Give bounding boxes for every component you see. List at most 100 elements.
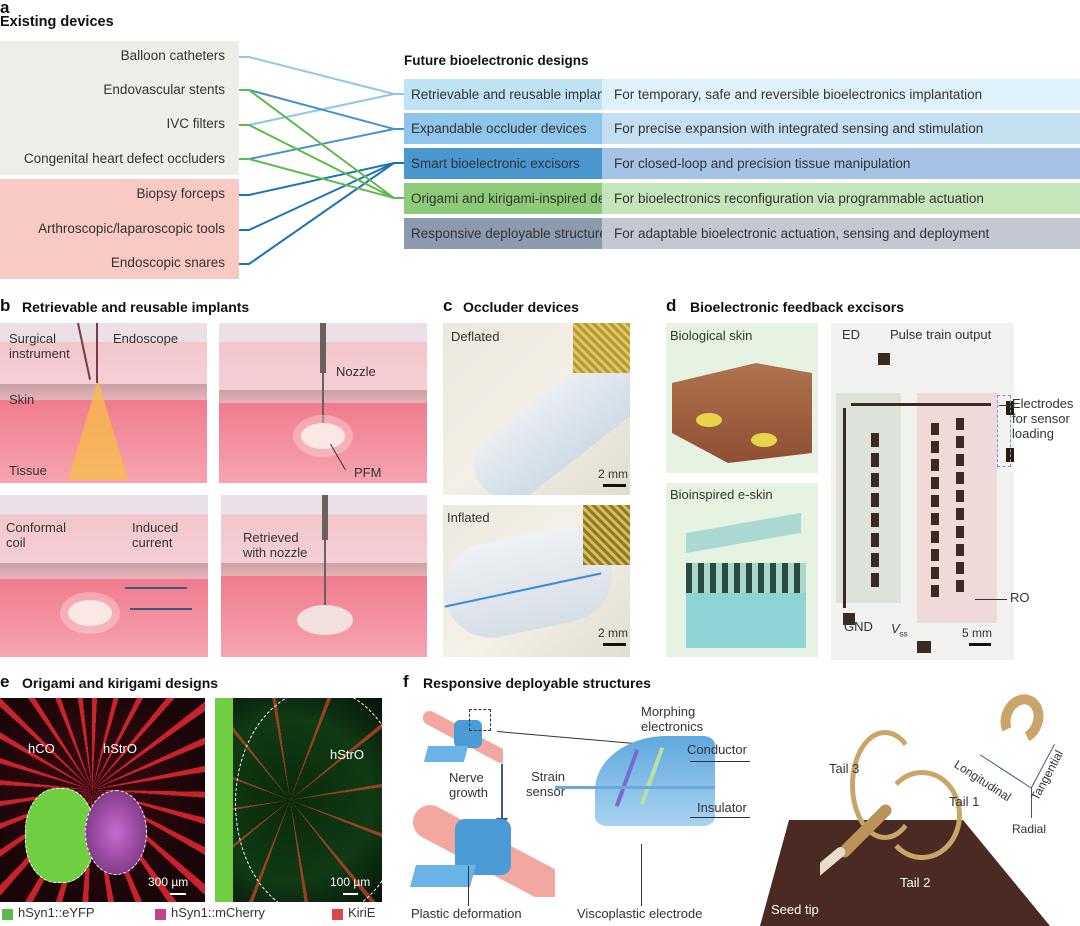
label-tail-3: Tail 3 [829, 761, 860, 776]
existing-device: Congenital heart defect occluders [23, 151, 225, 166]
nerve-cuff-large-illustration [405, 797, 555, 897]
label-nozzle: Nozzle [336, 364, 376, 379]
label-ro: RO [1010, 590, 1030, 605]
existing-device: IVC filters [166, 116, 225, 131]
label-plastic-deformation: Plastic deformation [411, 906, 522, 921]
legend-label: hSyn1::eYFP [18, 905, 95, 920]
label-nerve-growth: Nerve growth [449, 770, 489, 800]
panel-a-letter: a [0, 0, 10, 17]
panel-f-title: Responsive deployable structures [423, 675, 651, 691]
scale-label-circuit: 5 mm [962, 626, 992, 640]
legend-swatch [155, 909, 166, 920]
label-insulator: Insulator [697, 800, 747, 815]
label-tail-2: Tail 2 [900, 875, 931, 890]
future-design-purpose: For temporary, safe and reversible bioel… [602, 79, 1080, 110]
label-hco: hCO [28, 741, 55, 756]
panel-d-letter: d [666, 296, 677, 315]
existing-device: Endovascular stents [103, 82, 225, 97]
label-ed: ED [842, 327, 861, 342]
label-hstro-zoom: hStrO [330, 747, 364, 762]
panel-d-title: Bioelectronic feedback excisors [690, 299, 904, 315]
coiled-ribbon-illustration [996, 694, 1046, 749]
legend-label: KiriE [348, 905, 376, 920]
panel-c-letter: c [443, 296, 453, 315]
label-conductor: Conductor [687, 742, 747, 757]
nerve-growth-arrow [501, 764, 503, 822]
label-retrieved-with-nozzle: Retrieved with nozzle [243, 530, 308, 560]
future-design-name: Expandable occluder devices [404, 113, 602, 144]
radial-axis-arrow [1031, 788, 1032, 818]
existing-device: Biopsy forceps [136, 186, 225, 201]
future-design-name: Origami and kirigami-inspired designs [404, 183, 637, 214]
future-design-purpose: For bioelectronics reconfiguration via p… [602, 183, 1080, 214]
future-designs-title: Future bioelectronic designs [404, 53, 589, 68]
scale-label-300um: 300 µm [148, 875, 189, 889]
implant-step-induction-image [0, 495, 208, 657]
existing-devices-title: Existing devices [0, 14, 114, 30]
scale-label-100um: 100 µm [330, 875, 371, 889]
label-conformal-coil: Conformal coil [6, 520, 66, 550]
existing-device: Balloon catheters [120, 48, 225, 63]
panel-f-letter: f [403, 672, 409, 691]
legend-swatch [332, 909, 343, 920]
connection-line [239, 89, 405, 130]
seed-awn-illustration [820, 730, 970, 900]
scale-bar-inflated [603, 643, 626, 646]
panel-e-letter: e [0, 672, 10, 691]
circuit-photo [831, 323, 1014, 660]
existing-group-surgical [0, 179, 239, 279]
connection-line [239, 89, 405, 199]
implant-step-deploy-image [219, 323, 427, 483]
label-pulse-train-output: Pulse train output [890, 327, 992, 342]
future-design-name: Smart bioelectronic excisors [404, 148, 602, 179]
label-morphing-electronics: Morphing electronics [641, 704, 704, 734]
label-biological-skin: Biological skin [670, 328, 753, 343]
label-hstro: hStrO [103, 741, 137, 756]
existing-device: Arthroscopic/laparoscopic tools [38, 221, 225, 236]
label-tissue: Tissue [9, 463, 47, 478]
label-induced-current: Induced current [132, 520, 179, 550]
label-strain-sensor: Strain sensor [526, 769, 566, 799]
label-radial: Radial [1012, 822, 1047, 836]
scale-bar-deflated [603, 484, 626, 487]
implant-step-retrieval-image [221, 495, 427, 657]
device-connection-lines [239, 56, 405, 265]
scale-bar-300um [170, 893, 186, 895]
future-design-purpose: For adaptable bioelectronic actuation, s… [602, 218, 1080, 249]
zoom-region-box [469, 709, 491, 731]
morphing-electronics-illustration [555, 736, 715, 826]
label-electrodes-for-sensor-loading: Electrodes for sensor loading [1012, 396, 1074, 441]
label-gnd: GND [844, 619, 873, 634]
connection-line [239, 158, 405, 199]
ro-leader-line [975, 599, 1007, 600]
label-bioinspired-e-skin: Bioinspired e-skin [670, 487, 773, 502]
occluder-deflated-photo [443, 323, 630, 495]
label-endoscope: Endoscope [113, 331, 179, 346]
implant-step-insertion-image [0, 323, 207, 483]
future-design-purpose: For precise expansion with integrated se… [602, 113, 1080, 144]
label-deflated: Deflated [451, 329, 500, 344]
existing-device: Endoscopic snares [110, 255, 225, 270]
label-tail-1: Tail 1 [949, 794, 980, 809]
label-skin: Skin [9, 392, 35, 407]
label-seed-tip: Seed tip [771, 902, 819, 917]
panel-b-letter: b [0, 296, 11, 315]
nerve-cuff-small-illustration [418, 708, 503, 768]
vss-main: V [891, 621, 900, 636]
future-design-name: Retrievable and reusable implants [404, 79, 615, 110]
biological-skin-illustration [666, 323, 818, 473]
visco-leader-line [641, 844, 642, 906]
insulator-leader-line [690, 817, 750, 818]
future-design-purpose: For closed-loop and precision tissue man… [602, 148, 1080, 179]
panel-e-title: Origami and kirigami designs [22, 675, 219, 691]
connection-line [239, 56, 405, 95]
panel-c-title: Occluder devices [463, 299, 579, 315]
conductor-leader-line [690, 761, 750, 762]
organoid-microscopy-wide [0, 698, 205, 902]
electrodes-leader-line [999, 405, 1011, 406]
